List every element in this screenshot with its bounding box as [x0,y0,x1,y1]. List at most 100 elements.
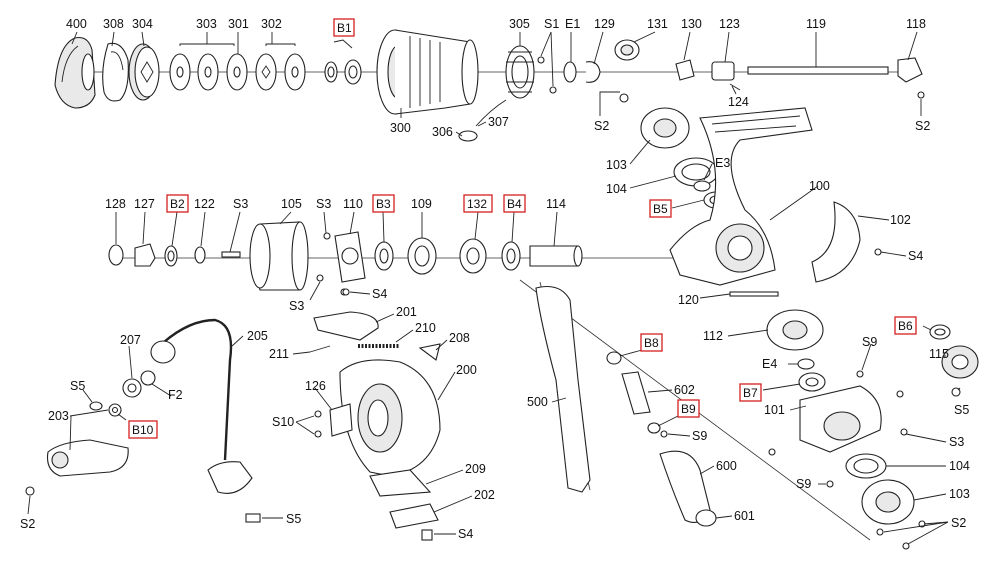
part-104-top-washer [673,157,719,187]
label-302: 302 [261,17,282,31]
part-e4-washer [797,358,815,370]
part-b6-bearing [929,324,951,340]
part-e1-washer [563,61,577,83]
label-301: 301 [228,17,249,31]
s9-right-screws [768,370,904,488]
label-308: 308 [103,17,124,31]
label-s4-right: S4 [908,249,923,263]
top-left-s2-screw [619,93,629,103]
label-s9-right-bottom: S9 [796,477,811,491]
boxed-label-b10: B10 [128,420,158,439]
label-101: 101 [764,403,785,417]
boxed-label-b2: B2 [166,194,189,213]
label-300: 300 [390,121,411,135]
part-203 [46,439,129,477]
part-b3-bearing [374,241,394,271]
boxed-label-b8: B8 [640,333,663,352]
part-b1-bearings [324,59,362,85]
part-130 [675,59,695,81]
label-s2-bottom-right: S2 [951,516,966,530]
part-b10-bearing [108,403,122,417]
s9-mid-screw [660,430,668,438]
part-601 [695,509,717,527]
label-123: 123 [719,17,740,31]
label-124: 124 [728,95,749,109]
label-s9-right-top: S9 [862,335,877,349]
part-119-shaft [747,66,889,75]
boxed-label-b3: B3 [372,194,395,213]
label-103-bottom: 103 [949,487,970,501]
svg-text:B6: B6 [898,319,913,333]
leader-lines [27,31,961,545]
label-208: 208 [449,331,470,345]
label-500: 500 [527,395,548,409]
svg-text:B7: B7 [743,386,758,400]
boxed-label-b6: B6 [894,316,917,335]
label-e1: E1 [565,17,580,31]
label-e4: E4 [762,357,777,371]
boxed-label-b5: B5 [649,199,672,218]
label-119: 119 [806,17,826,31]
part-115-drive-gear [941,345,979,379]
part-131-gear [614,39,640,61]
part-209-202 [369,469,439,529]
svg-text:B9: B9 [681,402,696,416]
part-102-cover [811,201,861,283]
part-122 [194,246,206,264]
label-105: 105 [281,197,302,211]
part-602 [621,371,651,415]
part-labels: 400 308 304 303 301 302 300 305 S1 E1 12… [20,17,970,541]
label-602: 602 [674,383,695,397]
label-s5-bottom: S5 [286,512,301,526]
part-304-drag-knob [128,43,160,101]
s5-bottom-screw [245,513,261,523]
label-130: 130 [681,17,702,31]
label-122: 122 [194,197,215,211]
part-110-plate [334,231,366,283]
label-400: 400 [66,17,87,31]
part-b2-bearing [164,245,178,267]
svg-text:B2: B2 [170,197,185,211]
svg-text:B5: B5 [653,202,668,216]
label-209: 209 [465,462,486,476]
part-105-housing [249,221,309,291]
part-103-top-bail-arm-hub [640,107,690,149]
part-201 [313,311,379,341]
washers-303-301-302 [169,53,306,91]
part-207-f2 [122,370,156,398]
part-132 [459,238,487,274]
boxed-label-b7: B7 [739,383,762,402]
label-s9-mid: S9 [692,429,707,443]
part-120-pin [729,291,779,297]
label-103-top: 103 [606,158,627,172]
part-300-spool [376,29,479,115]
label-102: 102 [890,213,911,227]
boxed-label-132: 132 [463,194,493,213]
label-307: 307 [488,115,509,129]
label-110: 110 [343,197,363,211]
part-305-rotor-gear [505,45,535,99]
label-128: 128 [105,197,126,211]
s4-bottom-screw [421,529,433,541]
part-208 [418,343,441,361]
label-s3-c: S3 [289,299,304,313]
label-s2-bottom-left: S2 [20,517,35,531]
highlighted-bearing-labels: B1 B2 B3 132 B4 B5 B6 B7 [128,18,917,439]
label-s3-b: S3 [316,197,331,211]
part-308-clip [102,42,129,102]
label-305: 305 [509,17,530,31]
part-126 [329,403,353,437]
label-131: 131 [647,17,668,31]
label-200: 200 [456,363,477,377]
part-127-nut [134,243,156,267]
svg-text:132: 132 [467,197,487,211]
label-303: 303 [196,17,217,31]
label-118: 118 [906,17,926,31]
s3-right-screw [900,428,908,436]
part-101-frame [799,385,882,453]
label-207: 207 [120,333,141,347]
part-118 [897,57,925,99]
label-104-bottom: 104 [949,459,970,473]
label-205: 205 [247,329,268,343]
